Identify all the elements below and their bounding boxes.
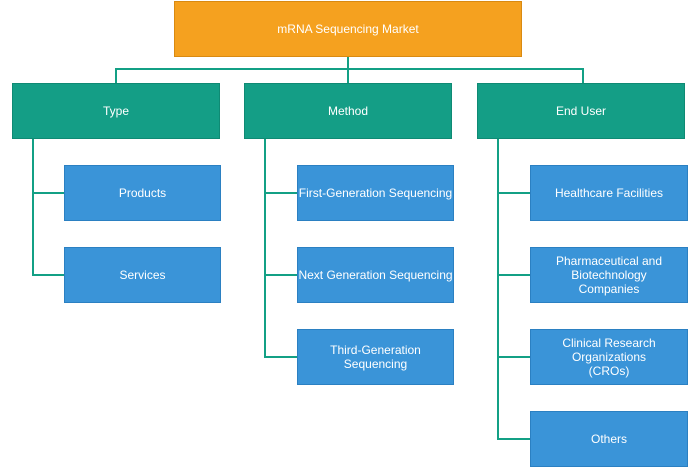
category-end-user: End User — [477, 83, 685, 139]
enduser-branch-2 — [497, 274, 530, 276]
root-label: mRNA Sequencing Market — [277, 22, 419, 36]
category-method: Method — [244, 83, 452, 139]
enduser-branch-3 — [497, 356, 530, 358]
leaf-third-generation-sequencing: Third-Generation Sequencing — [297, 329, 454, 385]
category-type-label: Type — [102, 104, 129, 118]
leaf-label: Services — [119, 268, 166, 282]
leaf-pharma-biotech-companies: Pharmaceutical and Biotechnology Compani… — [530, 247, 688, 303]
leaf-label: Products — [118, 186, 167, 200]
enduser-spine — [497, 139, 499, 439]
leaf-label: Pharmaceutical and Biotechnology Compani… — [555, 254, 663, 296]
leaf-label: First-Generation Sequencing — [298, 186, 453, 200]
leaf-clinical-research-organizations: Clinical Research Organizations (CROs) — [530, 329, 688, 385]
leaf-next-generation-sequencing: Next Generation Sequencing — [297, 247, 454, 303]
method-branch-1 — [264, 192, 297, 194]
enduser-drop — [582, 68, 584, 83]
leaf-label: Third-Generation Sequencing — [330, 343, 421, 371]
leaf-label: Healthcare Facilities — [554, 186, 664, 200]
type-drop — [115, 68, 117, 83]
type-branch-2 — [32, 274, 64, 276]
root-crossbar — [115, 68, 584, 70]
type-spine — [32, 139, 34, 275]
root-node: mRNA Sequencing Market — [174, 1, 522, 57]
leaf-label: Clinical Research Organizations (CROs) — [562, 336, 656, 378]
type-branch-1 — [32, 192, 64, 194]
method-branch-2 — [264, 274, 297, 276]
category-type: Type — [12, 83, 220, 139]
category-method-label: Method — [327, 104, 369, 118]
method-branch-3 — [264, 356, 297, 358]
leaf-products: Products — [64, 165, 221, 221]
root-stem — [347, 57, 349, 69]
method-drop — [347, 68, 349, 83]
enduser-branch-1 — [497, 192, 530, 194]
method-spine — [264, 139, 266, 357]
leaf-others: Others — [530, 411, 688, 467]
category-end-user-label: End User — [555, 104, 607, 118]
leaf-services: Services — [64, 247, 221, 303]
leaf-healthcare-facilities: Healthcare Facilities — [530, 165, 688, 221]
enduser-branch-4 — [497, 438, 530, 440]
leaf-label: Next Generation Sequencing — [298, 268, 453, 282]
leaf-label: Others — [590, 432, 627, 446]
leaf-first-generation-sequencing: First-Generation Sequencing — [297, 165, 454, 221]
